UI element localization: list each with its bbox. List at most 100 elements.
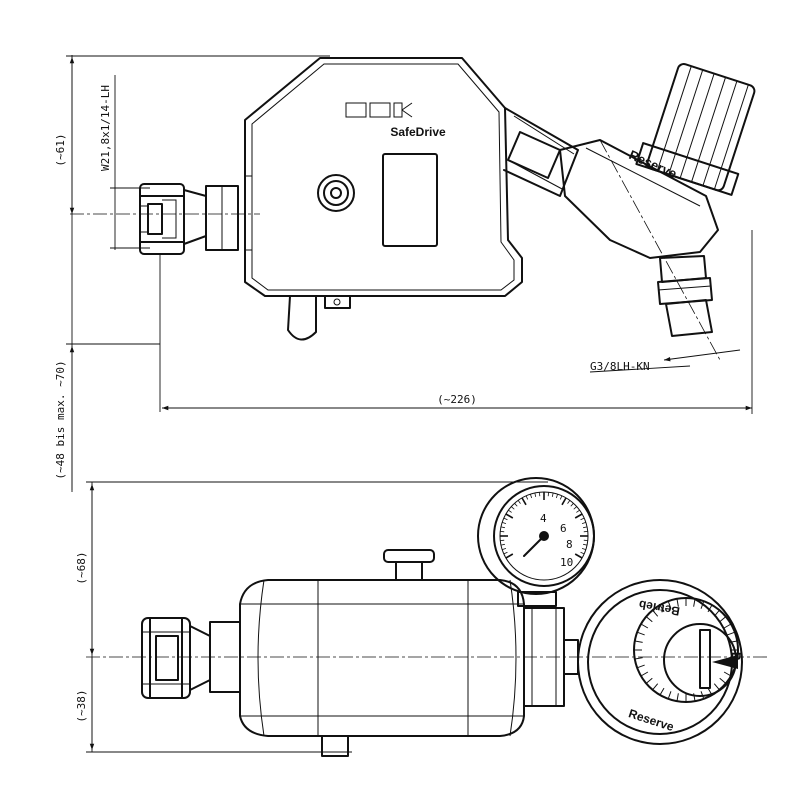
gauge-tick [511, 506, 515, 510]
gauge-tick [576, 509, 580, 513]
gauge-tick [580, 551, 585, 555]
knob-ridge [640, 671, 649, 677]
gauge-tick [574, 513, 583, 519]
regulator-housing: GOK SafeDrive [244, 57, 523, 341]
knob-ridge [723, 623, 732, 629]
gauge-scale-8: 8 [566, 538, 573, 551]
gauge-hub [539, 531, 549, 541]
knob-ridge [640, 623, 649, 629]
dimension-38-text: (~38) [75, 689, 88, 722]
indicator-window [382, 153, 438, 247]
gauge-tick [503, 551, 508, 555]
gauge-tick [580, 517, 585, 521]
gauge-tick [502, 547, 507, 550]
regulator-arrow [712, 655, 738, 669]
knob-ridge [719, 616, 727, 623]
gauge-scale-10: 10 [560, 556, 573, 569]
regulator-ring-outer [577, 579, 743, 745]
thread-outlet-underline [589, 365, 691, 373]
gauge-tick [574, 553, 583, 559]
gauge-tick [573, 506, 577, 510]
gauge-tick [525, 495, 529, 500]
gauge-tick [534, 492, 537, 497]
gauge-tick [517, 500, 521, 504]
outlet-assembly: Reserve [503, 63, 756, 361]
regulator-letter-b: B [729, 652, 743, 661]
gauge-tick [521, 497, 527, 506]
knob-ridge [713, 609, 720, 617]
thread-inlet-text: W21,8x1/14-LH [99, 85, 112, 171]
knob-ridge [676, 598, 679, 607]
knob-ridge [634, 640, 643, 643]
gauge-tick [583, 526, 588, 529]
dimension-226-text: (~226) [437, 393, 477, 406]
gauge-bezel [477, 477, 595, 595]
pressure-gauge: 4 6 8 10 [477, 477, 595, 607]
knob-ridge [727, 631, 736, 636]
logo-text: GOK [364, 103, 396, 119]
gauge-tick [551, 492, 554, 497]
gauge-stem [517, 591, 557, 607]
knob-ridge [652, 609, 659, 617]
bottom-tab [287, 295, 317, 341]
gauge-tick [505, 553, 514, 559]
knob-ridge [667, 600, 672, 609]
gauge-tick [581, 547, 586, 550]
side-body [239, 549, 525, 757]
gauge-tick [561, 497, 567, 506]
gauge-tick [503, 517, 508, 521]
side-connector [523, 607, 579, 707]
gauge-tick [514, 503, 518, 507]
gauge-tick [502, 522, 507, 525]
knob-ridge [707, 604, 713, 613]
knob-ridge [667, 691, 672, 700]
knob-ridge [634, 657, 643, 660]
inlet-nut [139, 183, 239, 255]
knob-ridge [659, 604, 665, 613]
regulator-indicator [699, 629, 711, 689]
knob-ridge [723, 671, 732, 677]
gauge-tick [559, 495, 563, 500]
thread-outlet-leader [663, 349, 741, 362]
adjust-screw-outer [317, 174, 355, 212]
knob-ridge [645, 616, 653, 623]
gauge-ticks [500, 492, 588, 559]
side-inlet-nut [141, 617, 241, 699]
knob-ridge [693, 598, 696, 607]
knob-ridge [719, 677, 727, 684]
gok-logo: GOK [345, 102, 413, 119]
gauge-tick [581, 522, 586, 525]
gauge-tick [583, 543, 588, 546]
knob-ridge [636, 631, 645, 636]
gauge-tick [500, 543, 505, 546]
gauge-tick [567, 500, 571, 504]
knob-ridge [676, 693, 679, 702]
gauge-tick [555, 494, 558, 499]
betrieb-label: Betrieb [638, 597, 681, 618]
knob-ridge [700, 600, 705, 609]
gauge-scale-4: 4 [540, 512, 547, 525]
side-bottom-stub [321, 735, 349, 757]
knob-ridge [659, 687, 665, 696]
gauge-tick [505, 513, 514, 519]
gauge-scale-6: 6 [560, 522, 567, 535]
side-view: (~68) (~38) [75, 477, 770, 757]
dimension-48-text: (~48 bis max. ~70) [54, 360, 67, 479]
knob-ridge [636, 664, 645, 669]
model-name: SafeDrive [390, 125, 446, 139]
knob-ridge [645, 677, 653, 684]
knob-ridge [713, 683, 720, 691]
gauge-tick [570, 503, 574, 507]
side-top-pin [383, 549, 435, 563]
dimension-68-text: (~68) [75, 551, 88, 584]
knob-ridge [652, 683, 659, 691]
gauge-tick [508, 509, 512, 513]
dimension-61-text: (~61) [54, 133, 67, 166]
gauge-tick [500, 526, 505, 529]
bottom-port [324, 295, 351, 309]
gauge-tick [530, 494, 533, 499]
top-view: (~61) (~48 bis max. ~70) W21,8x1/14-LH [54, 55, 756, 492]
side-regulator: B Betrieb Reserve [577, 579, 743, 745]
thread-outlet-text: G3/8LH-KN [590, 360, 650, 373]
